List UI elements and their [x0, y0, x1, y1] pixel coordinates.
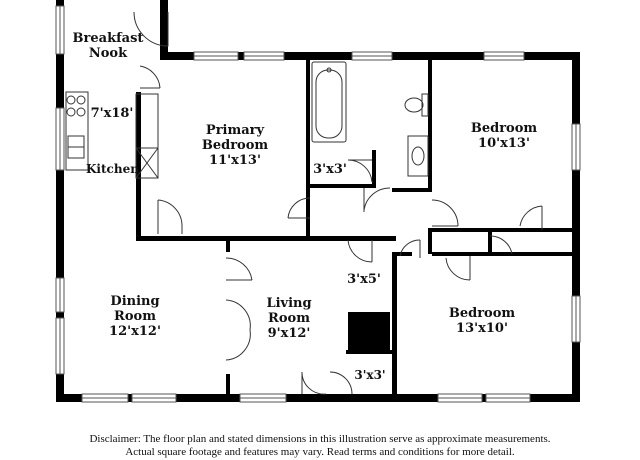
primary-bedroom-name-2: Bedroom [201, 138, 269, 153]
dining-room-label: Dining Room 12'x12' [100, 294, 170, 339]
bedroom-se-label: Bedroom 13'x10' [434, 306, 530, 336]
cabinet-icon [135, 93, 159, 149]
vanity-icon [407, 135, 429, 177]
chimney-block [348, 312, 390, 352]
kitchen-label: Kitchen [86, 162, 139, 176]
primary-bedroom-dims: 11'x13' [209, 153, 261, 168]
bedroom-ne-label: Bedroom 10'x13' [456, 121, 552, 151]
bathtub-icon [311, 61, 347, 143]
breakfast-nook-label: Breakfast Nook [60, 31, 156, 61]
stove-burner-icon [76, 95, 86, 105]
toilet-bowl-icon [404, 97, 424, 113]
living-room-name-2: Room [268, 311, 310, 326]
disclaimer-line-2: Actual square footage and features may v… [125, 446, 515, 458]
living-room-name-1: Living [266, 296, 312, 311]
bedroom-ne-name: Bedroom [470, 121, 538, 136]
bedroom-se-name: Bedroom [448, 306, 516, 321]
closet-living-dims: 3'x3' [354, 368, 386, 382]
closet-primary-dims: 3'x3' [313, 162, 347, 177]
breakfast-nook-name-2: Nook [88, 46, 128, 61]
primary-bedroom-name-1: Primary [205, 123, 265, 138]
countertop-icon [65, 91, 89, 171]
dining-room-dims: 12'x12' [109, 324, 161, 339]
bedroom-se-dims: 13'x10' [456, 321, 508, 336]
disclaimer-line-1: Disclaimer: The floor plan and stated di… [89, 433, 551, 445]
living-room-dims: 9'x12' [267, 326, 311, 341]
dining-room-name-2: Room [114, 309, 156, 324]
sink-icon [411, 146, 425, 166]
breakfast-nook-name-1: Breakfast [72, 31, 144, 46]
windows [55, 5, 581, 403]
bathtub-basin-icon [315, 69, 343, 139]
stove-burner-icon [66, 107, 76, 117]
stove-burner-icon [76, 107, 86, 117]
dining-room-name-1: Dining [110, 294, 160, 309]
stove-burner-icon [66, 95, 76, 105]
doors [133, 11, 543, 395]
toilet-tank-icon [421, 93, 429, 117]
drain-icon [326, 67, 332, 73]
primary-bedroom-label: Primary Bedroom 11'x13' [180, 123, 290, 168]
fixtures [65, 61, 429, 179]
living-room-label: Living Room 9'x12' [254, 296, 324, 341]
kitchen-dims: 7'x18' [90, 106, 134, 121]
hall-closet-dims: 3'x5' [347, 272, 381, 287]
bedroom-ne-dims: 10'x13' [478, 136, 530, 151]
